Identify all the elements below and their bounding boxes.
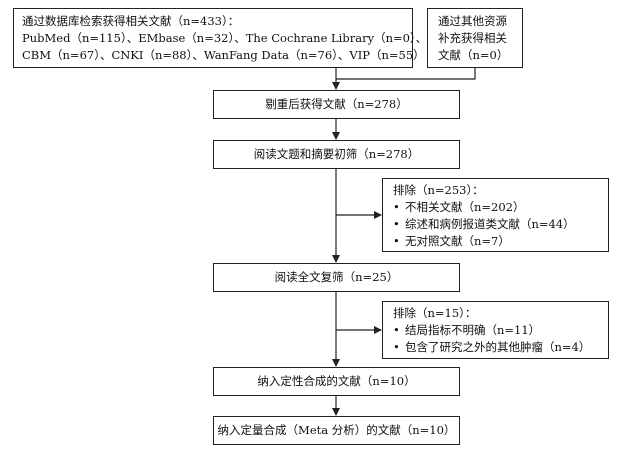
arrow-other-to-dedup [336, 68, 476, 80]
exclusion-1-item-label: 无对照文献（n=7） [405, 234, 510, 248]
exclusion-1-box: 排除（n=253）： • 不相关文献（n=202） • 综述和病例报道类文献（n=4… [382, 178, 609, 252]
qualitative-synthesis-box: 纳入定性合成的文献（n=10） [213, 367, 460, 396]
exclusion-1-item: • 不相关文献（n=202） [393, 199, 598, 216]
exclusion-2-title: 排除（n=15）： [393, 306, 477, 320]
database-search-line-2: PubMed（n=115）、EMbase（n=32）、The Cochrane … [22, 31, 428, 45]
database-search-box: 通过数据库检索获得相关文献（n=433）： PubMed（n=115）、EMba… [13, 8, 428, 68]
exclusion-1-item: • 无对照文献（n=7） [393, 233, 598, 250]
database-search-line-3: CBM（n=67）、CNKI（n=88）、WanFang Data（n=76）、… [22, 48, 425, 62]
bullet-dot: • [393, 217, 400, 231]
title-abstract-screen-text: 阅读文题和摘要初筛（n=278） [253, 147, 420, 161]
fulltext-review-text: 阅读全文复筛（n=25） [274, 270, 399, 284]
other-sources-line-2: 补充获得相关 [438, 31, 507, 45]
after-dedup-box: 剔重后获得文献（n=278） [213, 90, 460, 119]
exclusion-2-item: • 包含了研究之外的其他肿瘤（n=4） [393, 339, 598, 356]
qualitative-synthesis-text: 纳入定性合成的文献（n=10） [257, 374, 416, 388]
bullet-dot: • [393, 200, 400, 214]
exclusion-1-title: 排除（n=253）： [393, 183, 484, 197]
title-abstract-screen-box: 阅读文题和摘要初筛（n=278） [213, 140, 460, 169]
fulltext-review-box: 阅读全文复筛（n=25） [213, 263, 460, 292]
exclusion-1-item-label: 不相关文献（n=202） [405, 200, 525, 214]
exclusion-2-item: • 结局指标不明确（n=11） [393, 322, 598, 339]
bullet-dot: • [393, 340, 400, 354]
other-sources-line-1: 通过其他资源 [438, 14, 507, 28]
exclusion-2-box: 排除（n=15）： • 结局指标不明确（n=11） • 包含了研究之外的其他肿瘤（n… [382, 301, 609, 359]
other-sources-line-3: 文献（n=0） [438, 48, 509, 62]
bullet-dot: • [393, 323, 400, 337]
quantitative-synthesis-text: 纳入定量合成（Meta 分析）的文献（n=10） [217, 423, 456, 437]
exclusion-2-item-label: 包含了研究之外的其他肿瘤（n=4） [405, 340, 591, 354]
other-sources-box: 通过其他资源 补充获得相关 文献（n=0） [427, 8, 523, 68]
after-dedup-text: 剔重后获得文献（n=278） [265, 97, 408, 111]
exclusion-2-item-label: 结局指标不明确（n=11） [405, 323, 541, 337]
bullet-dot: • [393, 234, 400, 248]
quantitative-synthesis-box: 纳入定量合成（Meta 分析）的文献（n=10） [213, 416, 460, 445]
exclusion-1-item: • 综述和病例报道类文献（n=44） [393, 216, 598, 233]
exclusion-1-item-label: 综述和病例报道类文献（n=44） [405, 217, 575, 231]
database-search-title: 通过数据库检索获得相关文献（n=433）： [22, 14, 240, 28]
